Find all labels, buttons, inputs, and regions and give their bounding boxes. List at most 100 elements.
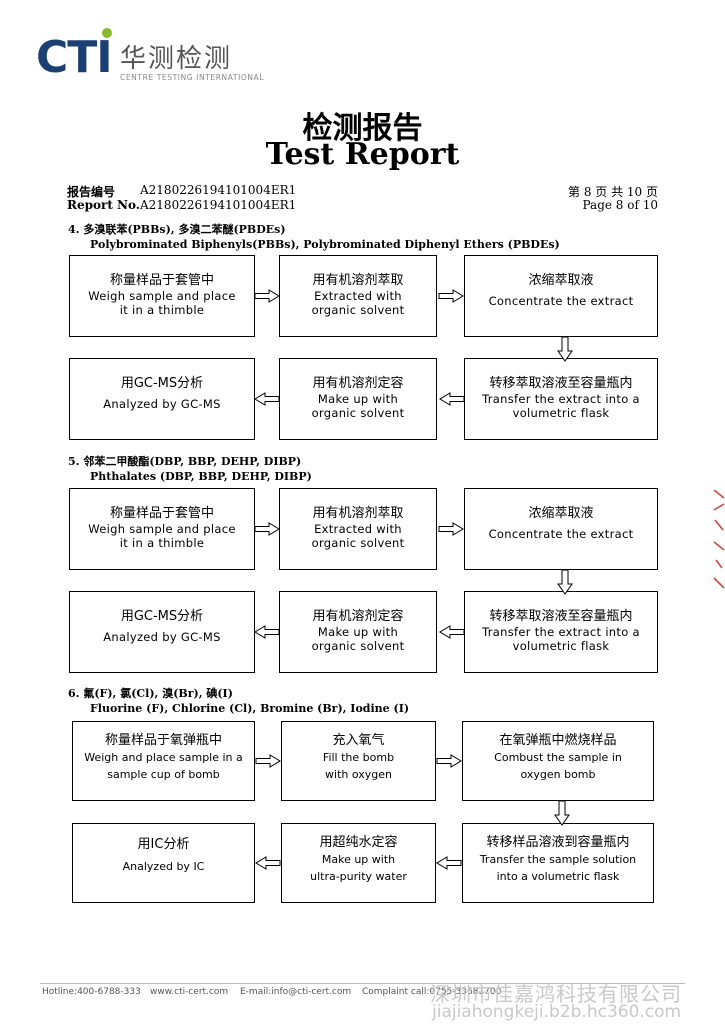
box-label-cn: 充入氧气 xyxy=(332,733,385,748)
box-label-en: Transfer the extract into a xyxy=(482,392,640,406)
box-label-en: organic solvent xyxy=(311,639,405,653)
box-label-en: organic solvent xyxy=(311,303,405,317)
section-4-heading: 4. 多溴联苯(PBBs), 多溴二苯醚(PBDEs) xyxy=(68,223,286,236)
box-label-cn: 转移样品溶液到容量瓶内 xyxy=(486,835,630,850)
box-label-en: sample cup of bomb xyxy=(107,768,220,781)
flow-box: 称量样品于氧弹瓶中 Weigh and place sample in a sa… xyxy=(72,721,255,801)
arrow-left-icon xyxy=(439,625,465,639)
box-label-en: organic solvent xyxy=(311,536,405,550)
box-label-cn: 用GC-MS分析 xyxy=(120,609,204,624)
logo-chinese-name: 华测检测 xyxy=(120,44,233,74)
footer-complaint: Complaint call:0755-33681700 xyxy=(362,987,502,997)
page-indicator-en: Page 8 of 10 xyxy=(582,198,659,212)
box-label-en: organic solvent xyxy=(311,406,405,420)
flow-box: 在氧弹瓶中燃烧样品 Combust the sample in oxygen b… xyxy=(462,721,654,801)
box-label-en: Make up with xyxy=(317,625,399,639)
arrow-right-icon xyxy=(438,522,464,536)
box-label-en: it in a thimble xyxy=(119,536,205,550)
box-label-en: oxygen bomb xyxy=(520,768,596,781)
box-label-cn: 用GC-MS分析 xyxy=(120,376,204,391)
flow-box: 转移萃取溶液至容量瓶内 Transfer the extract into a … xyxy=(464,358,658,440)
box-label-en: Make up with xyxy=(321,853,396,866)
section-6-heading: 6. 氟(F), 氯(Cl), 溴(Br), 碘(I) xyxy=(68,687,233,700)
logo-dot-icon xyxy=(102,28,112,38)
arrow-right-icon xyxy=(436,754,462,768)
box-label-cn: 称量样品于氧弹瓶中 xyxy=(104,733,222,748)
box-label-cn: 称量样品于套管中 xyxy=(109,506,214,521)
arrow-left-icon xyxy=(439,392,465,406)
box-label-cn: 用IC分析 xyxy=(137,837,190,852)
cti-logo: CTI 华测检测 CENTRE TESTING INTERNATIONAL xyxy=(36,28,276,88)
box-label-cn: 称量样品于套管中 xyxy=(109,273,214,288)
arrow-right-icon xyxy=(254,522,280,536)
box-label-en: ultra-purity water xyxy=(310,870,407,883)
section-5-subheading: Phthalates (DBP, BBP, DEHP, DIBP) xyxy=(90,470,312,483)
box-label-en: Analyzed by IC xyxy=(122,860,205,873)
flow-box: 浓缩萃取液 Concentrate the extract xyxy=(464,255,658,337)
flow-box: 称量样品于套管中 Weigh sample and place it in a … xyxy=(69,488,255,570)
arrow-right-icon xyxy=(255,754,281,768)
flow-box: 用有机溶剂萃取 Extracted with organic solvent xyxy=(279,255,437,337)
arrow-left-icon xyxy=(254,625,280,639)
box-label-cn: 转移萃取溶液至容量瓶内 xyxy=(489,376,633,391)
footer-website[interactable]: www.cti-cert.com xyxy=(150,987,229,997)
box-label-cn: 浓缩萃取液 xyxy=(528,273,594,288)
flow-box: 转移样品溶液到容量瓶内 Transfer the sample solution… xyxy=(462,823,654,903)
arrow-right-icon xyxy=(438,289,464,303)
box-label-en: volumetric flask xyxy=(512,406,610,420)
flow-box: 用GC-MS分析 Analyzed by GC-MS xyxy=(69,591,255,673)
box-label-en: Analyzed by GC-MS xyxy=(103,397,221,411)
box-label-cn: 用有机溶剂萃取 xyxy=(312,273,404,288)
flow-box: 用有机溶剂定容 Make up with organic solvent xyxy=(279,358,437,440)
page-indicator-cn: 第 8 页 共 10 页 xyxy=(568,185,658,199)
box-label-en: into a volumetric flask xyxy=(496,870,620,883)
box-label-en: volumetric flask xyxy=(512,639,610,653)
box-label-en: Concentrate the extract xyxy=(488,527,634,541)
box-label-cn: 转移萃取溶液至容量瓶内 xyxy=(489,609,633,624)
report-no-label-cn: 报告编号 xyxy=(67,185,116,199)
box-label-cn: 用有机溶剂定容 xyxy=(312,376,404,391)
logo-brand: CTI xyxy=(36,32,113,83)
report-no-label-en: Report No. xyxy=(67,198,140,212)
box-label-cn: 用超纯水定容 xyxy=(319,835,398,850)
arrow-left-icon xyxy=(436,856,462,870)
box-label-en: it in a thimble xyxy=(119,303,205,317)
watermark-company: 深圳市佳嘉鸿科技有限公司 xyxy=(430,982,682,1006)
footer-divider xyxy=(40,983,685,984)
flow-box: 浓缩萃取液 Concentrate the extract xyxy=(464,488,658,570)
logo-english-name: CENTRE TESTING INTERNATIONAL xyxy=(120,73,265,82)
box-label-en: Transfer the extract into a xyxy=(482,625,640,639)
report-no-value-cn: A2180226194101004ER1 xyxy=(140,183,297,197)
footer-hotline: Hotline:400-6788-333 xyxy=(42,987,141,997)
box-label-en: Analyzed by GC-MS xyxy=(103,630,221,644)
section-6-subheading: Fluorine (F), Chlorine (Cl), Bromine (Br… xyxy=(90,702,410,715)
flow-box: 用有机溶剂萃取 Extracted with organic solvent xyxy=(279,488,437,570)
arrow-left-icon xyxy=(255,856,281,870)
report-title-cn: 检测报告 xyxy=(302,111,423,146)
arrow-left-icon xyxy=(254,392,280,406)
flow-box: 转移萃取溶液至容量瓶内 Transfer the extract into a … xyxy=(464,591,658,673)
section-5-heading: 5. 邻苯二甲酸酯(DBP, BBP, DEHP, DIBP) xyxy=(68,455,302,468)
report-no-value-en: A2180226194101004ER1 xyxy=(140,198,297,212)
box-label-en: with oxygen xyxy=(325,768,392,781)
box-label-en: Combust the sample in xyxy=(494,751,622,764)
flow-box: 充入氧气 Fill the bomb with oxygen xyxy=(281,721,436,801)
seal-stamp-fragment xyxy=(712,489,725,604)
box-label-en: Weigh and place sample in a xyxy=(84,751,243,764)
flow-box: 用IC分析 Analyzed by IC xyxy=(72,823,255,903)
report-title-en: Test Report xyxy=(265,137,460,172)
arrow-right-icon xyxy=(254,289,280,303)
flow-box: 用GC-MS分析 Analyzed by GC-MS xyxy=(69,358,255,440)
box-label-en: Fill the bomb xyxy=(322,751,395,764)
box-label-en: Transfer the sample solution xyxy=(479,853,637,866)
box-label-en: Concentrate the extract xyxy=(488,294,634,308)
box-label-en: Make up with xyxy=(317,392,399,406)
box-label-en: Weigh sample and place xyxy=(88,289,236,303)
box-label-cn: 在氧弹瓶中燃烧样品 xyxy=(499,733,617,748)
box-label-cn: 用有机溶剂定容 xyxy=(312,609,404,624)
section-4-subheading: Polybrominated Biphenyls(PBBs), Polybrom… xyxy=(90,238,560,251)
footer-email[interactable]: E-mail:info@cti-cert.com xyxy=(240,987,352,997)
box-label-en: Extracted with xyxy=(314,289,402,303)
flow-box: 称量样品于套管中 Weigh sample and place it in a … xyxy=(69,255,255,337)
flow-box: 用超纯水定容 Make up with ultra-purity water xyxy=(281,823,436,903)
